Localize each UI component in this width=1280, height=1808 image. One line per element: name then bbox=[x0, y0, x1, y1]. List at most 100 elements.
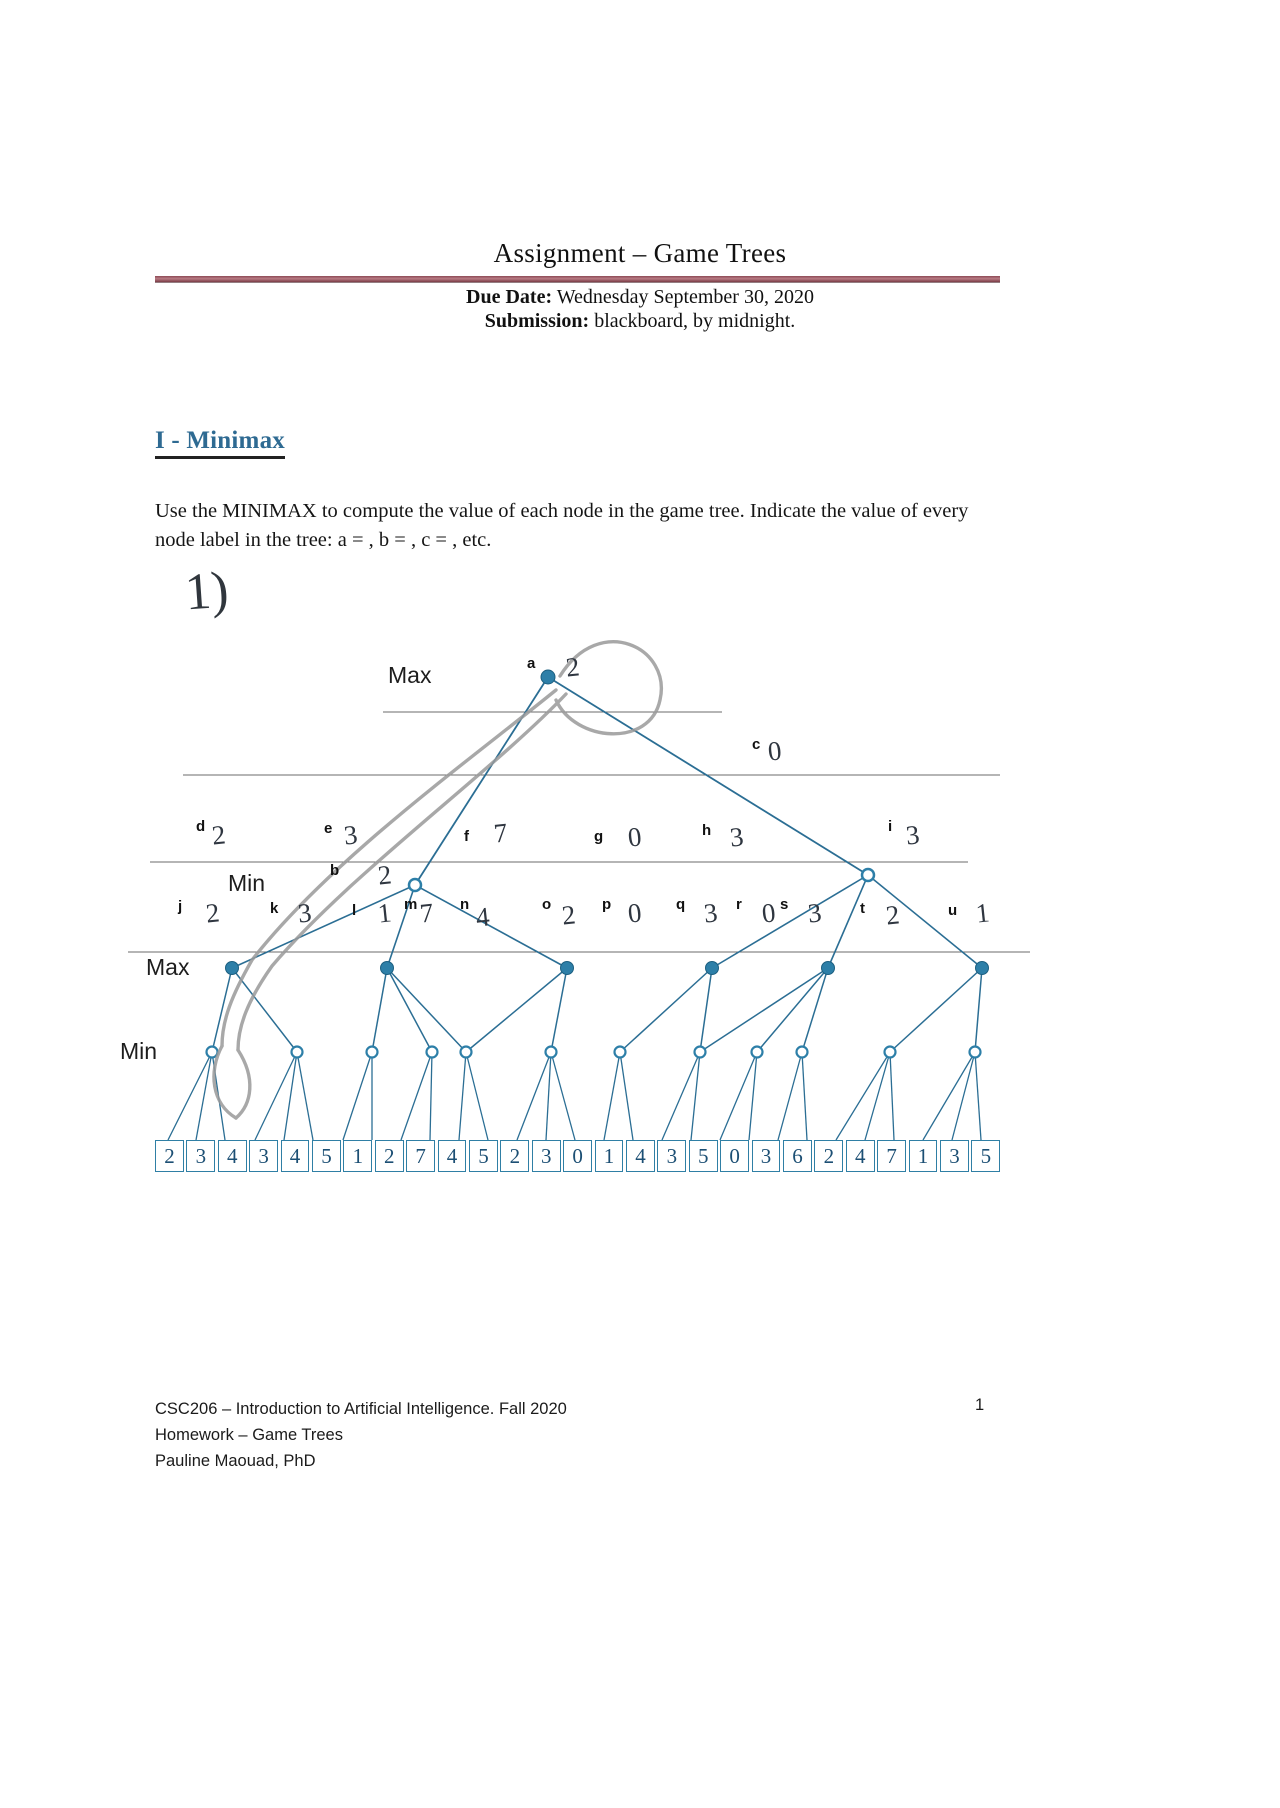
leaf-value-text: 6 bbox=[792, 1143, 803, 1168]
leaf-value-box: 6 bbox=[783, 1140, 812, 1172]
leaf-value-box: 5 bbox=[971, 1140, 1001, 1172]
leaf-value-box: 3 bbox=[531, 1140, 561, 1172]
leaf-value-text: 2 bbox=[823, 1143, 835, 1168]
leaf-value-box: 1 bbox=[343, 1140, 373, 1172]
footer-line-3: Pauline Maouad, PhD bbox=[155, 1452, 316, 1470]
node-letter-l: l bbox=[352, 902, 357, 919]
node-letter-j: j bbox=[178, 898, 183, 915]
leaf-value-text: 1 bbox=[603, 1143, 615, 1168]
leaf-value-text: 4 bbox=[446, 1143, 458, 1168]
submission-label: Submission: bbox=[484, 310, 590, 332]
node-letter-i: i bbox=[888, 818, 893, 835]
node-letter-n: n bbox=[460, 896, 470, 913]
leaf-value-text: 4 bbox=[226, 1143, 238, 1168]
leaf-value-text: 3 bbox=[760, 1143, 772, 1168]
node-letter-p: p bbox=[602, 896, 612, 913]
leaf-value-box: 7 bbox=[406, 1140, 436, 1172]
leaf-value-text: 5 bbox=[321, 1143, 332, 1168]
edges-level-3 bbox=[211, 967, 983, 1053]
due-date-label: Due Date: bbox=[466, 286, 553, 308]
leaf-value-box: 3 bbox=[249, 1140, 279, 1172]
leaf-value-text: 3 bbox=[258, 1143, 269, 1168]
pencil-guideline-group bbox=[128, 711, 1030, 953]
leaf-value-text: 7 bbox=[415, 1143, 426, 1168]
footer-block: CSC206 – Introduction to Artificial Inte… bbox=[155, 1396, 567, 1474]
leaf-value-text: 2 bbox=[509, 1143, 521, 1168]
node-letter-m: m bbox=[404, 896, 418, 913]
leaf-value-text: 5 bbox=[980, 1143, 992, 1168]
leaf-value-box: 1 bbox=[594, 1140, 624, 1172]
level-label-max-2: Max bbox=[146, 954, 190, 980]
footer-line-2: Homework – Game Trees bbox=[155, 1426, 343, 1444]
leaf-value-text: 4 bbox=[289, 1143, 301, 1168]
instructions-paragraph: Use the MINIMAX to compute the value of … bbox=[155, 500, 969, 551]
due-date-value: Wednesday September 30, 2020 bbox=[556, 286, 814, 308]
edges-level-1 bbox=[414, 676, 869, 886]
leaf-value-box: 0 bbox=[563, 1140, 593, 1172]
submission-value: blackboard, by midnight. bbox=[594, 310, 796, 332]
node-letter-e: e bbox=[324, 820, 333, 837]
footer-line-1: CSC206 – Introduction to Artificial Inte… bbox=[155, 1400, 567, 1418]
node-letter-g: g bbox=[594, 828, 604, 845]
leaf-value-text: 3 bbox=[666, 1143, 678, 1168]
edges-level-2 bbox=[231, 874, 983, 969]
edges-level-4 bbox=[167, 1051, 982, 1141]
header-rule bbox=[155, 276, 1000, 282]
leaf-value-box: 4 bbox=[217, 1140, 247, 1172]
leaf-value-text: 0 bbox=[729, 1143, 740, 1168]
leaf-value-box: 1 bbox=[908, 1140, 938, 1172]
leaf-value-box: 2 bbox=[374, 1140, 404, 1172]
node-letter-b: b bbox=[330, 862, 340, 879]
node-letter-k: k bbox=[270, 900, 279, 917]
leaf-value-box: 3 bbox=[657, 1140, 687, 1172]
section-heading: I - Minimax bbox=[155, 427, 285, 459]
leaf-value-text: 0 bbox=[572, 1143, 583, 1168]
leaf-value-text: 1 bbox=[917, 1143, 929, 1168]
leaf-value-box: 2 bbox=[155, 1140, 184, 1172]
leaf-value-text: 3 bbox=[949, 1143, 960, 1168]
node-letter-u: u bbox=[948, 902, 958, 919]
leaf-value-text: 2 bbox=[383, 1143, 395, 1168]
leaf-value-box: 3 bbox=[751, 1140, 781, 1172]
leaf-value-box: 3 bbox=[186, 1140, 216, 1172]
leaf-value-box: 4 bbox=[626, 1140, 655, 1172]
leaf-value-box: 3 bbox=[940, 1140, 969, 1172]
node-letter-f: f bbox=[464, 828, 469, 845]
node-letter-c: c bbox=[752, 736, 761, 753]
leaf-value-box: 5 bbox=[688, 1140, 718, 1172]
leaf-value-box: 5 bbox=[312, 1140, 341, 1172]
leaf-value-text: 5 bbox=[697, 1143, 709, 1168]
leaf-value-text: 2 bbox=[164, 1143, 175, 1168]
leaf-value-text: 7 bbox=[886, 1143, 897, 1168]
leaf-value-box: 0 bbox=[720, 1140, 750, 1172]
leaf-value-box: 4 bbox=[437, 1140, 467, 1172]
node-letter-h: h bbox=[702, 822, 712, 839]
page-number: 1 bbox=[975, 1396, 985, 1414]
leaf-value-text: 4 bbox=[854, 1143, 866, 1168]
node-letter-t: t bbox=[860, 900, 865, 917]
level-label-max-1: Max bbox=[388, 662, 432, 688]
document-title: Assignment – Game Trees bbox=[493, 238, 787, 268]
level-label-min-2: Min bbox=[120, 1038, 158, 1064]
node-letter-o: o bbox=[542, 896, 552, 913]
node-letter-r: r bbox=[736, 896, 742, 913]
leaf-value-text: 5 bbox=[478, 1143, 489, 1168]
pencil-annotation-loop bbox=[212, 640, 664, 1120]
leaf-value-box: 4 bbox=[845, 1140, 875, 1172]
leaf-value-box: 7 bbox=[877, 1140, 907, 1172]
leaf-value-box: 5 bbox=[469, 1140, 498, 1172]
node-letter-s: s bbox=[780, 896, 789, 913]
leaf-value-text: 3 bbox=[195, 1143, 207, 1168]
leaf-value-box: 2 bbox=[814, 1140, 844, 1172]
node-letter-q: q bbox=[676, 896, 686, 913]
node-letter-d: d bbox=[196, 818, 206, 835]
leaf-value-text: 3 bbox=[540, 1143, 552, 1168]
node-letter-a: a bbox=[527, 655, 536, 672]
leaf-value-text: 1 bbox=[352, 1143, 364, 1168]
node-value-n: 4 bbox=[474, 901, 491, 933]
tree-node-dots bbox=[205, 669, 989, 1059]
level-label-min-1: Min bbox=[228, 870, 266, 896]
